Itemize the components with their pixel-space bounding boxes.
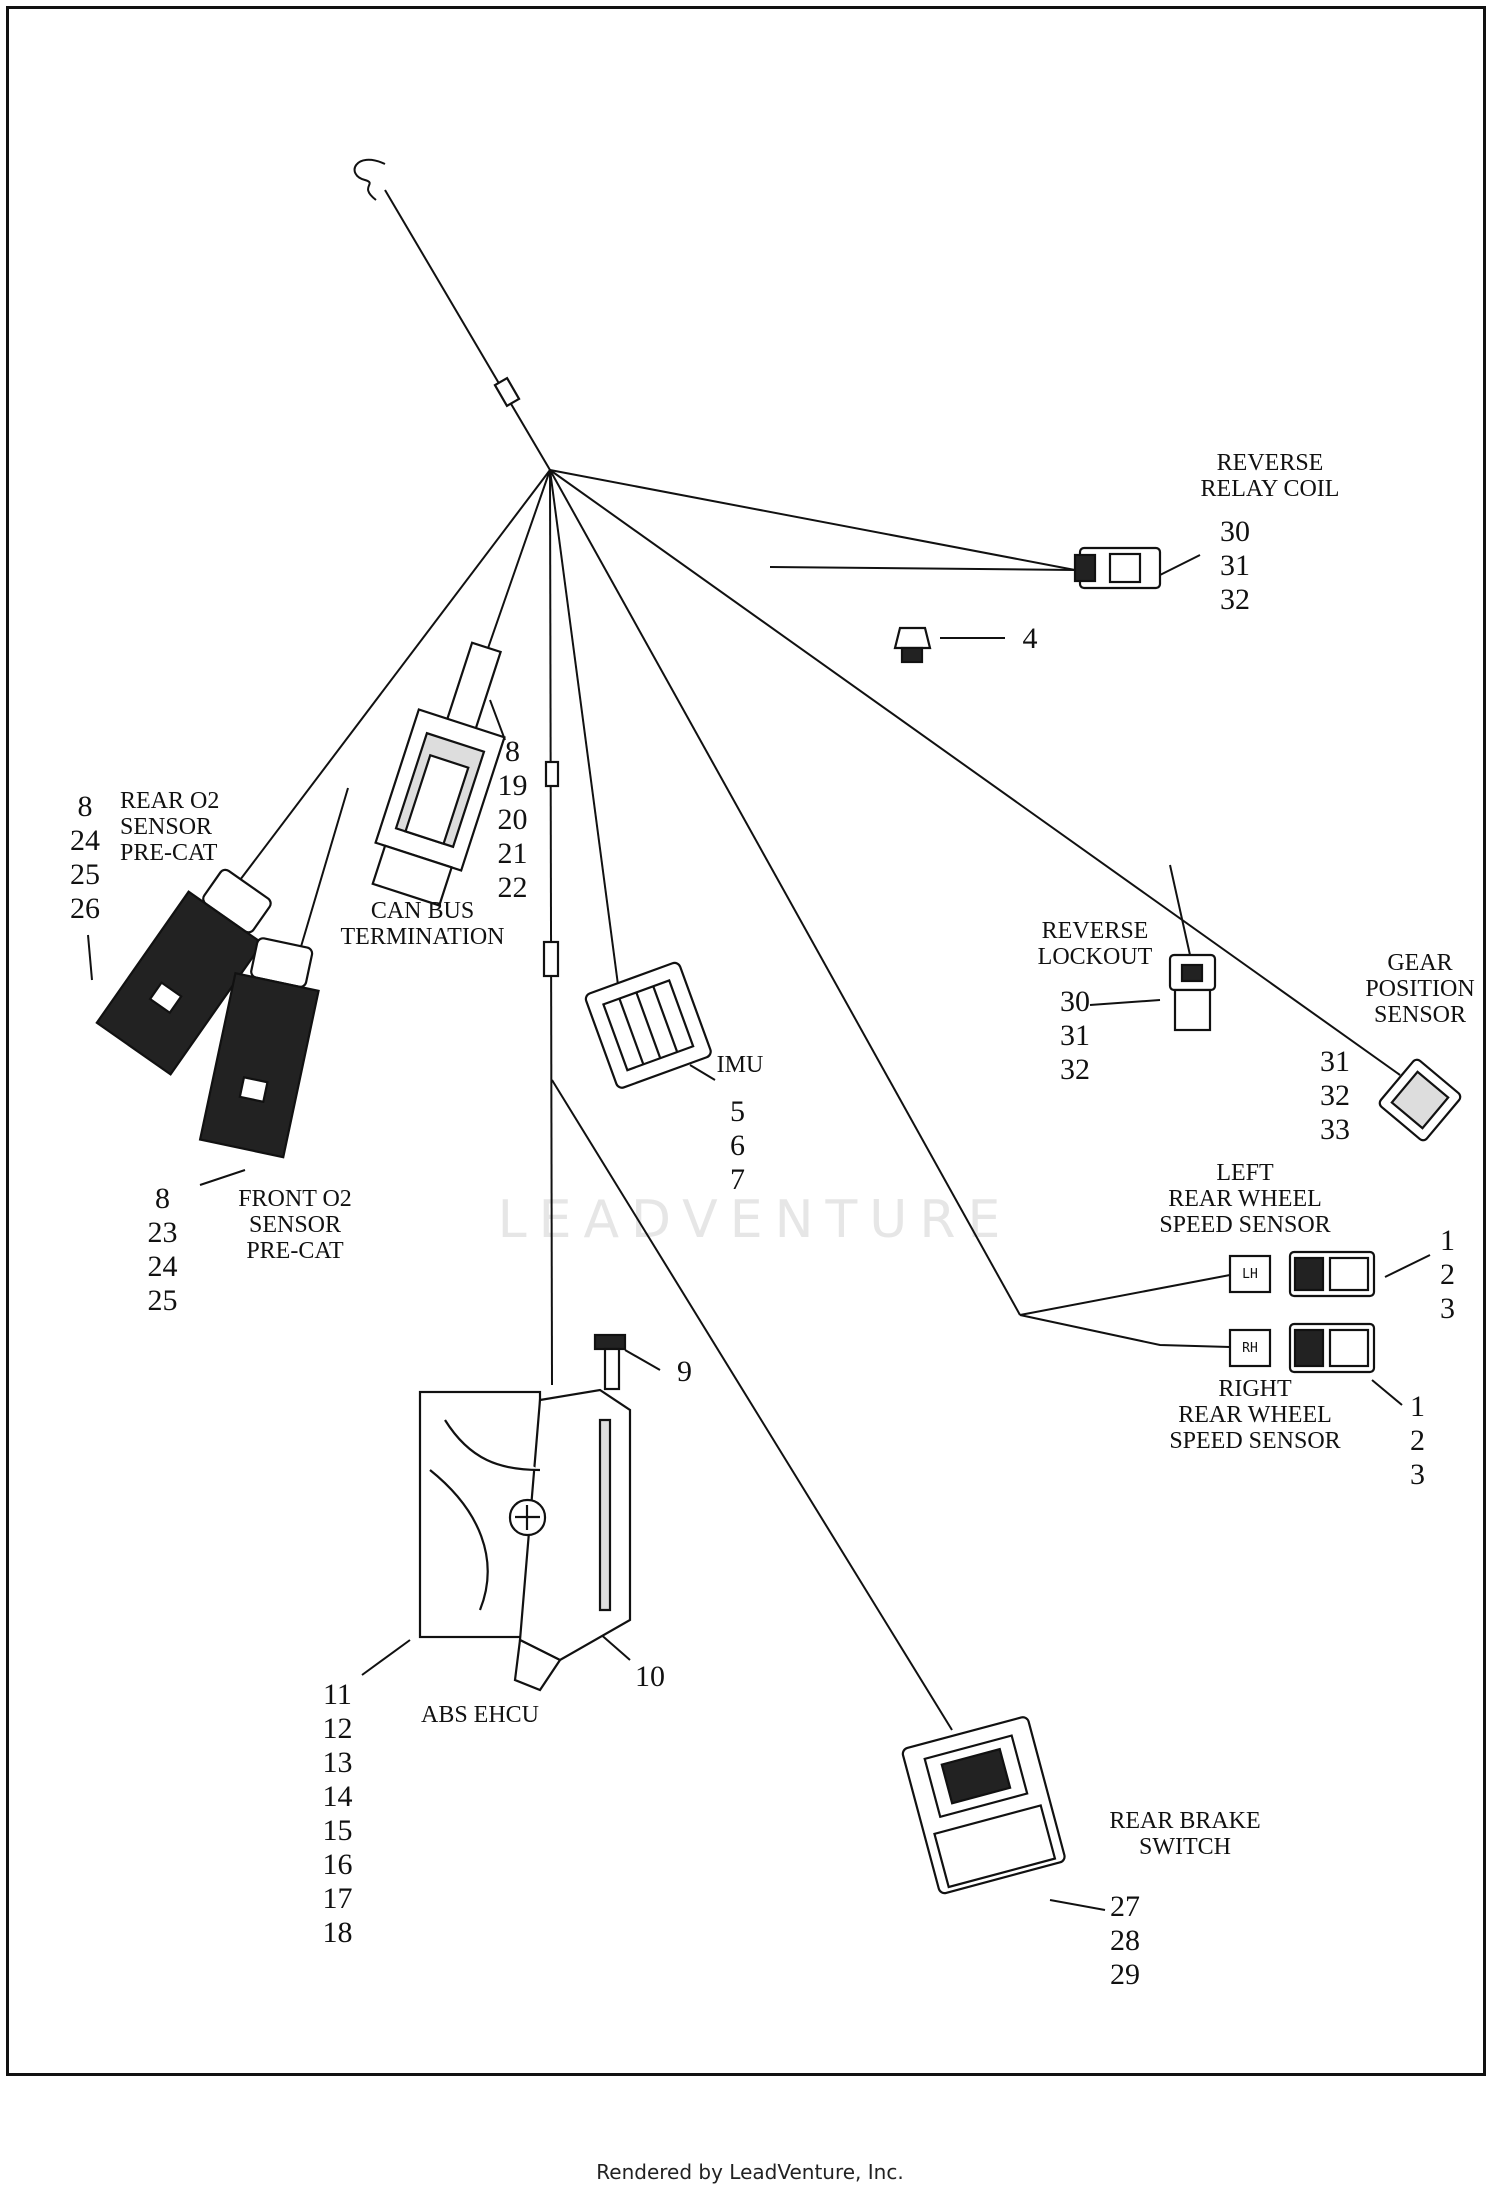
callout-reverse-relay-coil: 30 31 32 xyxy=(1220,515,1250,616)
label-right-rear-wheel-speed-sensor: RIGHT REAR WHEEL SPEED SENSOR xyxy=(1169,1376,1341,1454)
label-front-o2-sensor: FRONT O2 SENSOR PRE-CAT xyxy=(238,1186,352,1264)
wire-to-reverse-lockout xyxy=(1169,864,1191,956)
leader-relay xyxy=(1159,554,1201,576)
callout-abs-ehcu: 11 12 13 14 15 16 17 18 xyxy=(322,1678,353,1949)
tag-lh: LH xyxy=(1242,1267,1258,1282)
leader-front-o2 xyxy=(199,1169,246,1186)
reverse-lockout-connector xyxy=(1168,953,1217,1032)
wire-to-wheel-speed xyxy=(549,469,1021,1316)
callout-rear-o2: 8 24 25 26 xyxy=(70,790,100,925)
wire-to-lh-tag xyxy=(1019,1274,1231,1316)
wire-to-imu xyxy=(549,469,621,1001)
wire-to-reverse-relay xyxy=(549,469,1076,571)
diagram-frame xyxy=(6,6,1486,2076)
wire-to-rear-brake-switch xyxy=(551,1079,953,1731)
main-trunk-wire xyxy=(384,189,551,471)
harness-wires xyxy=(87,158,1431,1911)
leader-imu xyxy=(689,1064,716,1081)
inline-clip-abs-1 xyxy=(544,760,560,788)
leader-lockout xyxy=(1089,999,1161,1006)
callout-can-bus: 8 19 20 21 22 xyxy=(497,735,528,904)
can-bus-termination-connector xyxy=(371,641,506,907)
callout-gear-position: 31 32 33 xyxy=(1320,1045,1350,1146)
reverse-relay-connector xyxy=(1073,546,1162,590)
watermark: LEADVENTURE xyxy=(497,1190,1013,1250)
gear-position-connector xyxy=(1378,1058,1462,1142)
abs-ehcu-unit xyxy=(418,1388,632,1692)
wire-to-gear-position xyxy=(549,469,1401,1076)
callout-reverse-lockout: 30 31 32 xyxy=(1060,985,1090,1086)
label-can-bus-termination: CAN BUS TERMINATION xyxy=(340,898,505,950)
callout-9: 9 xyxy=(677,1355,692,1388)
callout-right-wheel-speed: 1 2 3 xyxy=(1410,1390,1425,1491)
push-pin-clip xyxy=(893,626,932,664)
wire-to-rear-o2 xyxy=(239,469,551,881)
leader-brake xyxy=(1049,1899,1106,1911)
callout-imu: 5 6 7 xyxy=(730,1095,745,1196)
label-imu: IMU xyxy=(716,1052,764,1078)
rear-o2-connector xyxy=(95,868,272,1076)
label-rear-brake-switch: REAR BRAKE SWITCH xyxy=(1109,1808,1261,1860)
wire-relay-spur xyxy=(769,566,1076,571)
callout-4: 4 xyxy=(1022,622,1038,655)
wire-to-front-o2 xyxy=(299,787,349,951)
leader-rh xyxy=(1371,1379,1403,1406)
leader-9 xyxy=(624,1349,661,1371)
rear-brake-switch-connector xyxy=(901,1716,1066,1895)
leader-rear-o2 xyxy=(87,934,93,981)
callout-10: 10 xyxy=(635,1660,665,1693)
inline-clip-abs-2 xyxy=(542,940,560,978)
leader-can xyxy=(489,699,506,741)
wire-to-abs-ehcu xyxy=(549,469,553,1386)
callout-left-wheel-speed: 1 2 3 xyxy=(1440,1224,1455,1325)
harness-break-symbol xyxy=(353,158,386,201)
leader-lh xyxy=(1384,1254,1431,1278)
front-o2-connector xyxy=(198,937,320,1159)
label-rear-o2-sensor: REAR O2 SENSOR PRE-CAT xyxy=(120,788,220,866)
lh-wheel-speed-connector xyxy=(1228,1250,1376,1298)
leader-abs xyxy=(361,1639,411,1676)
callout-rear-brake-switch: 27 28 29 xyxy=(1110,1890,1140,1991)
footer-credit: Rendered by LeadVenture, Inc. xyxy=(596,2160,904,2184)
label-reverse-lockout: REVERSE LOCKOUT xyxy=(1037,918,1153,970)
callout-front-o2: 8 23 24 25 xyxy=(147,1182,178,1317)
inline-clip-top xyxy=(493,376,521,408)
label-abs-ehcu: ABS EHCU xyxy=(420,1702,540,1728)
imu-connector xyxy=(584,961,712,1089)
abs-clip-connector xyxy=(593,1333,627,1391)
tag-rh: RH xyxy=(1242,1341,1258,1356)
wire-to-rh-tag xyxy=(1019,1314,1231,1348)
label-gear-position-sensor: GEAR POSITION SENSOR xyxy=(1365,950,1475,1028)
label-left-rear-wheel-speed-sensor: LEFT REAR WHEEL SPEED SENSOR xyxy=(1159,1160,1331,1238)
label-reverse-relay-coil: REVERSE RELAY COIL xyxy=(1200,450,1340,502)
rh-wheel-speed-connector xyxy=(1228,1322,1376,1374)
